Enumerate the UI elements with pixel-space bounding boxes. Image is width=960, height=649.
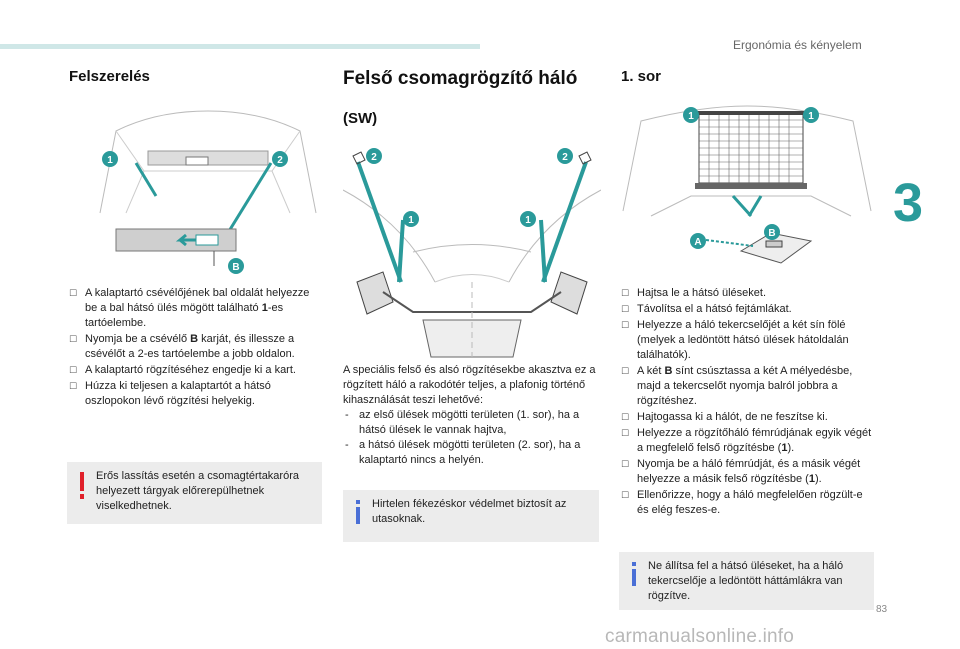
svg-text:B: B bbox=[232, 262, 239, 273]
ballot-box-icon: ☐ bbox=[621, 320, 630, 330]
callout-1: 1 bbox=[403, 211, 419, 227]
info-icon bbox=[629, 562, 639, 591]
page-number: 83 bbox=[876, 604, 888, 615]
list-item: ☐A kalaptartó csévélőjének bal oldalát h… bbox=[69, 287, 310, 329]
callout-1: 1 bbox=[803, 107, 819, 123]
callout-1: 1 bbox=[102, 151, 118, 167]
svg-text:1: 1 bbox=[408, 215, 414, 226]
svg-text:2: 2 bbox=[371, 152, 377, 163]
svg-text:1: 1 bbox=[107, 155, 113, 166]
list-item: ☐Nyomja be a háló fémrúdját, és a másik … bbox=[621, 458, 861, 485]
list-item: -az első ülések mögötti területen (1. so… bbox=[345, 409, 580, 436]
chapter-number: 3 bbox=[893, 173, 924, 233]
intro-text: A speciális felső és alsó rögzítésekbe a… bbox=[343, 364, 596, 406]
right-steps-list: ☐Hajtsa le a hátsó üléseket. ☐Távolítsa … bbox=[621, 286, 877, 519]
ballot-box-icon: ☐ bbox=[621, 490, 630, 500]
left-steps-list: ☐A kalaptartó csévélőjének bal oldalát h… bbox=[69, 286, 324, 410]
list-item: ☐Hajtsa le a hátsó üléseket. bbox=[621, 287, 767, 299]
figure-net-anchors: 2 2 1 1 bbox=[343, 142, 601, 362]
svg-text:1: 1 bbox=[525, 215, 531, 226]
ballot-box-icon: ☐ bbox=[69, 365, 78, 375]
list-item: -a hátsó ülések mögötti területen (2. so… bbox=[345, 439, 581, 466]
ballot-box-icon: ☐ bbox=[69, 288, 78, 298]
subheading-sw: (SW) bbox=[343, 110, 378, 127]
callout-a: A bbox=[690, 233, 706, 249]
svg-text:1: 1 bbox=[808, 111, 814, 122]
net-intro: A speciális felső és alsó rögzítésekbe a… bbox=[343, 363, 599, 468]
heading-net: Felső csomagrögzítő háló bbox=[343, 68, 578, 89]
list-item: ☐A kalaptartó rögzítéséhez engedje ki a … bbox=[69, 364, 296, 376]
ballot-box-icon: ☐ bbox=[621, 366, 630, 376]
ballot-box-icon: ☐ bbox=[69, 381, 78, 391]
callout-2: 2 bbox=[557, 148, 573, 164]
callout-1: 1 bbox=[520, 211, 536, 227]
svg-text:1: 1 bbox=[688, 111, 694, 122]
callout-1: 1 bbox=[683, 107, 699, 123]
warning-box: Erős lassítás esetén a csomagtértakaróra… bbox=[67, 462, 322, 524]
figure-parcel-shelf: 1 2 B bbox=[96, 101, 320, 281]
list-item: ☐A két B sínt csúsztassa a két A mélyedé… bbox=[621, 365, 853, 407]
list-item: ☐Helyezze a rögzítőháló fémrúdjának egyi… bbox=[621, 427, 872, 454]
section-title: Ergonómia és kényelem bbox=[733, 38, 862, 52]
list-item: ☐Nyomja be a csévélő B karját, és illess… bbox=[69, 333, 295, 360]
ballot-box-icon: ☐ bbox=[621, 304, 630, 314]
ballot-box-icon: ☐ bbox=[621, 288, 630, 298]
svg-text:A: A bbox=[694, 237, 701, 248]
callout-b: B bbox=[228, 258, 244, 274]
header-accent-bar bbox=[0, 44, 480, 49]
figure-row1-net: 1 1 A B bbox=[621, 101, 873, 277]
callout-2: 2 bbox=[272, 151, 288, 167]
info-icon bbox=[353, 500, 363, 529]
list-item: ☐Helyezze a háló tekercselőjét a két sín… bbox=[621, 319, 849, 361]
svg-text:B: B bbox=[768, 228, 775, 239]
list-item: ☐Hajtogassa ki a hálót, de ne feszítse k… bbox=[621, 411, 828, 423]
ballot-box-icon: ☐ bbox=[621, 412, 630, 422]
info-text: Hirtelen fékezéskor védelmet biztosít az… bbox=[372, 498, 567, 525]
ballot-box-icon: ☐ bbox=[69, 334, 78, 344]
warning-text: Erős lassítás esetén a csomagtértakaróra… bbox=[96, 470, 299, 512]
callout-b: B bbox=[764, 224, 780, 240]
svg-text:2: 2 bbox=[277, 155, 283, 166]
list-item: ☐Távolítsa el a hátsó fejtámlákat. bbox=[621, 303, 792, 315]
exclamation-icon bbox=[77, 472, 87, 505]
ballot-box-icon: ☐ bbox=[621, 428, 630, 438]
callout-2: 2 bbox=[366, 148, 382, 164]
ballot-box-icon: ☐ bbox=[621, 459, 630, 469]
watermark: carmanualsonline.info bbox=[605, 626, 795, 647]
info-box: Hirtelen fékezéskor védelmet biztosít az… bbox=[343, 490, 599, 542]
info-text: Ne állítsa fel a hátsó üléseket, ha a há… bbox=[648, 560, 844, 602]
svg-text:2: 2 bbox=[562, 152, 568, 163]
info-box: Ne állítsa fel a hátsó üléseket, ha a há… bbox=[619, 552, 874, 610]
heading-row-1: 1. sor bbox=[621, 68, 662, 85]
list-item: ☐Ellenőrizze, hogy a háló megfelelően rö… bbox=[621, 489, 863, 516]
heading-felszereles: Felszerelés bbox=[69, 68, 150, 85]
list-item: ☐Húzza ki teljesen a kalaptartót a hátsó… bbox=[69, 380, 271, 407]
